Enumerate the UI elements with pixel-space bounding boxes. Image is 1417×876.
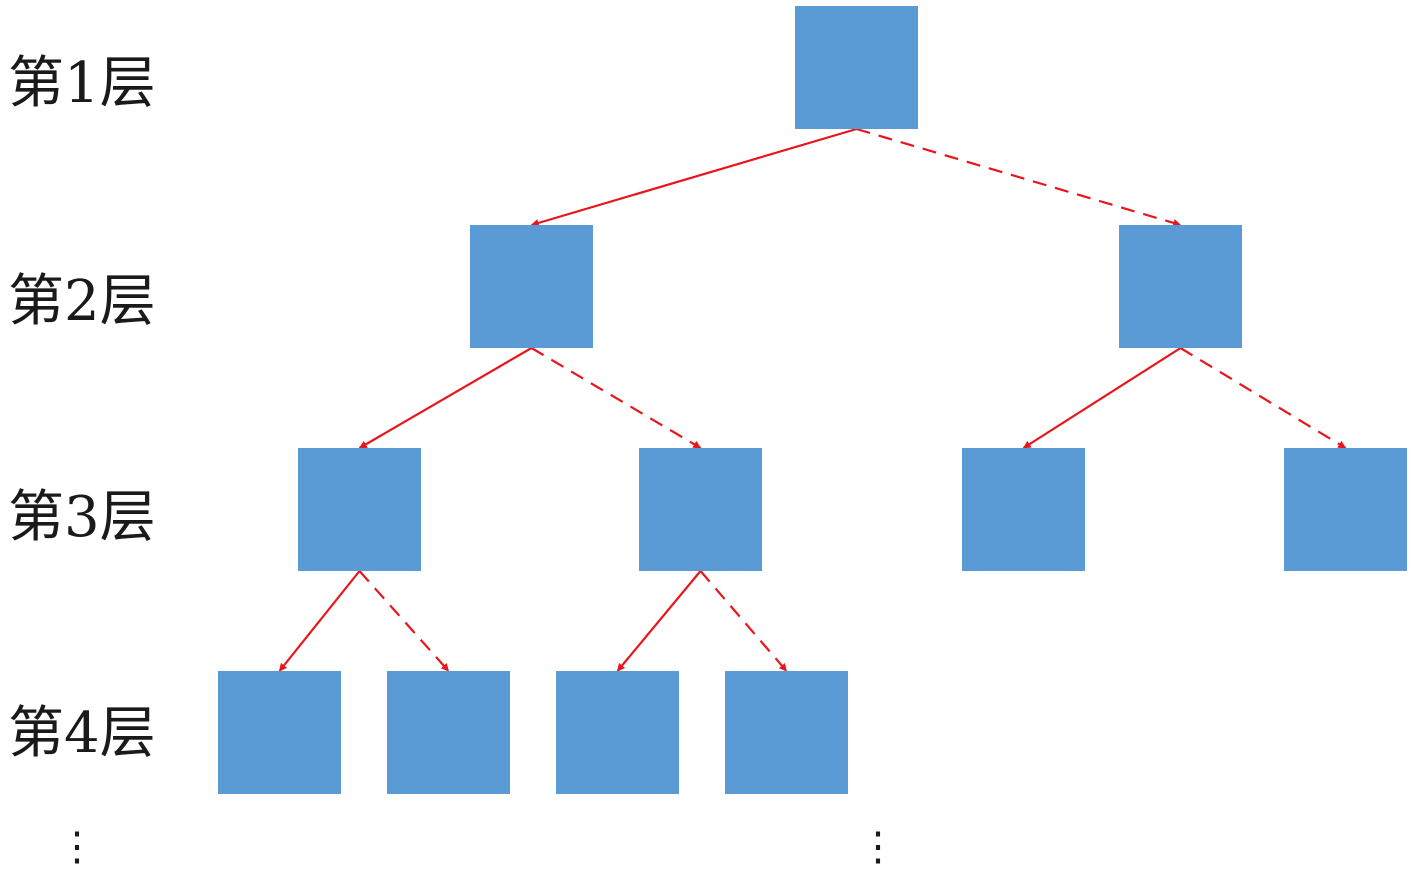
level-label-1: 第1层 [8, 51, 156, 116]
tree-node-L1 [795, 6, 918, 129]
edge-L2a-L3a-solid [358, 347, 533, 449]
edge-L3b-L4c-solid [616, 570, 702, 672]
tree-nodes [218, 6, 1407, 794]
edge-L2b-L3c-solid [1022, 347, 1182, 449]
edge-L3b-L4d-dashed [699, 570, 788, 672]
level-label-2: 第2层 [8, 269, 156, 334]
tree-node-L4d [725, 671, 848, 794]
edge-L1-L2b-dashed [856, 127, 1182, 227]
edge-L3a-L4b-dashed [358, 570, 450, 672]
edge-L2b-L3d-dashed [1179, 347, 1347, 449]
continuation-dots-left: ⋮ [57, 824, 97, 870]
tree-node-L2b [1119, 225, 1242, 348]
edge-L2a-L3b-dashed [530, 347, 702, 449]
edge-L1-L2a-solid [530, 127, 857, 227]
tree-node-L4b [387, 671, 510, 794]
tree-node-L3a [298, 448, 421, 571]
tree-node-L3c [962, 448, 1085, 571]
tree-node-L4a [218, 671, 341, 794]
tree-node-L3b [639, 448, 762, 571]
tree-node-L2a [470, 225, 593, 348]
continuation-dots-center: ⋮ [858, 824, 898, 870]
edge-L3a-L4a-solid [278, 570, 361, 672]
tree-node-L4c [556, 671, 679, 794]
level-label-3: 第3层 [8, 485, 156, 550]
tree-edges [278, 127, 1347, 672]
level-label-4: 第4层 [8, 701, 156, 766]
tree-node-L3d [1284, 448, 1407, 571]
